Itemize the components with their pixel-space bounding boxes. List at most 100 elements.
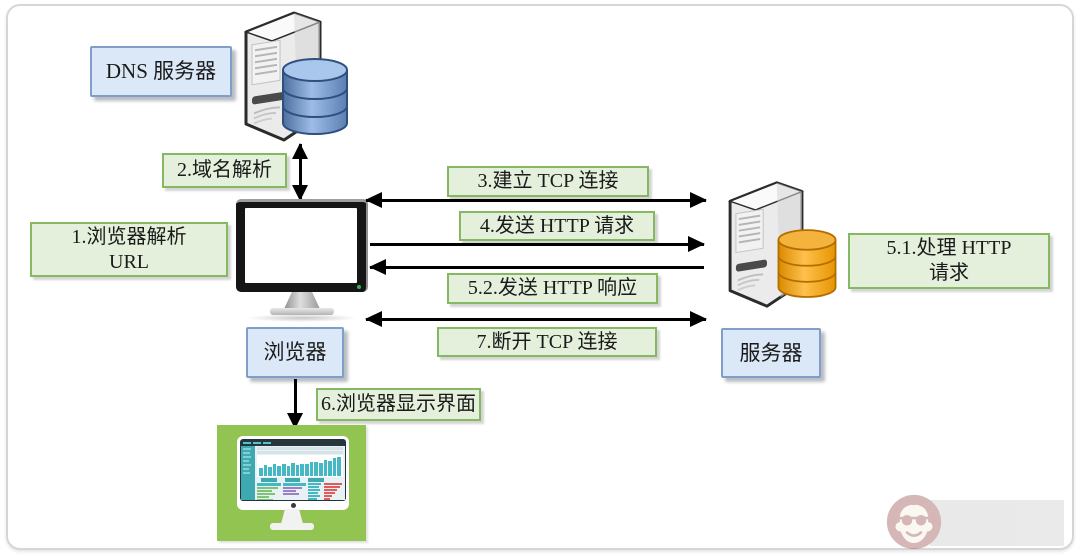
- dash-mid-row: [308, 495, 321, 497]
- watermark-text-block: [930, 500, 1064, 546]
- dash-green-row: [257, 499, 274, 500]
- dash-bar: [332, 458, 337, 476]
- dash-red-bar: [324, 492, 335, 494]
- step3-text: 3.建立 TCP 连接: [477, 170, 619, 192]
- monitor-stand-neck: [284, 292, 320, 309]
- dash-stripe: [243, 464, 251, 466]
- arrow-line: [366, 317, 706, 321]
- dash-bar: [318, 462, 323, 476]
- step7-tcp-close-label: 7.断开 TCP 连接: [437, 327, 657, 357]
- step7-text: 7.断开 TCP 连接: [476, 330, 618, 353]
- arrow-close-tcp: [365, 311, 707, 327]
- dash-body: [241, 446, 345, 500]
- step5-2-http-response-label: 5.2.发送 HTTP 响应: [447, 273, 658, 304]
- monkey-face-logo-icon: [886, 494, 942, 550]
- dashboard-camera-dot: [290, 503, 296, 508]
- dash-sidebar: [241, 446, 255, 500]
- step1-text-line1: 1.浏览器解析: [71, 225, 187, 248]
- blue-database-icon: [282, 58, 348, 135]
- arrow-head-left: [369, 259, 386, 275]
- arrow-line: [298, 144, 302, 200]
- dashboard-stand-neck: [281, 509, 303, 524]
- dashboard-bezel: [240, 439, 346, 501]
- dns-server-icon: [238, 6, 360, 148]
- step4-text: 4.发送 HTTP 请求: [479, 214, 635, 237]
- web-server-icon: [719, 176, 843, 316]
- dash-bar: [272, 464, 277, 476]
- dash-green-rows: [257, 483, 281, 500]
- dash-pill: [308, 478, 324, 482]
- step5-1-text-line2: 请求: [929, 262, 969, 284]
- dash-bar: [291, 463, 295, 476]
- dash-purple-row: [282, 493, 299, 495]
- dash-pill: [261, 478, 277, 482]
- step1-parse-url-label: 1.浏览器解析 URL: [30, 222, 228, 277]
- dashboard-stand-foot: [270, 523, 314, 530]
- dash-bar: [268, 467, 272, 476]
- dash-bar: [305, 464, 309, 476]
- dash-red-bar: [324, 486, 340, 488]
- server-label-text: 服务器: [739, 340, 803, 365]
- arrow-head-right: [690, 311, 707, 327]
- dash-red-bars: [324, 483, 343, 500]
- arrow-line: [293, 379, 297, 428]
- browser-label-text: 浏览器: [263, 340, 327, 365]
- step5-1-text-line1: 5.1.处理 HTTP: [886, 237, 1012, 259]
- dash-green-row: [257, 496, 270, 498]
- server-node-label: 服务器: [721, 328, 821, 378]
- dash-main: [255, 446, 345, 500]
- arrow-send-http-response: [369, 259, 704, 275]
- arrow-establish-tcp: [365, 192, 707, 208]
- dash-bar-chart: [257, 455, 343, 477]
- dash-pill: [284, 478, 301, 482]
- step2-domain-resolution-label: 2.域名解析: [162, 153, 287, 188]
- monitor-shadow: [246, 314, 358, 322]
- rendered-page-panel: [217, 425, 366, 541]
- step1-text-line2: URL: [109, 250, 149, 273]
- dash-bottom: [257, 483, 343, 500]
- dash-header-row: [257, 451, 343, 454]
- dash-bar: [295, 465, 300, 476]
- arrow-head-left: [365, 192, 382, 208]
- dash-red-bar: [324, 495, 333, 497]
- arrow-head-left: [365, 311, 382, 327]
- dash-bar: [314, 461, 318, 476]
- dash-stripe: [243, 456, 251, 458]
- monitor-power-led: [357, 285, 361, 289]
- arrow-head-right: [690, 192, 707, 208]
- arrow-line: [370, 242, 704, 246]
- dash-stripe: [243, 448, 251, 450]
- dash-mid-row: [308, 492, 318, 494]
- step3-tcp-connect-label: 3.建立 TCP 连接: [447, 166, 649, 197]
- step5-1-process-request-label: 5.1.处理 HTTP 请求: [848, 233, 1050, 289]
- arrow-head-down: [292, 185, 308, 201]
- step5-2-text: 5.2.发送 HTTP 响应: [467, 277, 638, 299]
- orange-database-icon: [777, 229, 837, 298]
- dash-stripe: [243, 472, 251, 474]
- dash-stripe: [243, 468, 249, 470]
- dash-green-row: [257, 490, 272, 492]
- dash-bar: [323, 460, 328, 476]
- dash-mid-row: [308, 483, 321, 485]
- dash-stripe: [243, 460, 250, 462]
- monitor-stand-foot: [270, 308, 334, 315]
- dash-green-row: [257, 493, 276, 495]
- dash-mid-row: [308, 498, 318, 500]
- monitor-screen: [245, 208, 357, 283]
- dns-server-label: DNS 服务器: [90, 46, 232, 97]
- dash-mid-row: [308, 486, 320, 488]
- arrow-head-up: [292, 143, 308, 159]
- dash-bar: [277, 466, 282, 476]
- browser-node-label: 浏览器: [246, 327, 344, 378]
- dash-bar: [286, 465, 291, 476]
- dash-green-row: [257, 487, 278, 489]
- dash-header-row: [257, 447, 343, 450]
- arrow-send-http-request: [370, 236, 705, 252]
- dash-mid-rows: [308, 483, 322, 500]
- dash-red-bar: [324, 483, 343, 485]
- step6-render-page-label: 6.浏览器显示界面: [316, 388, 481, 421]
- dash-bar: [309, 462, 314, 476]
- monitor-frame: [236, 199, 368, 292]
- dash-red-bar: [324, 498, 331, 500]
